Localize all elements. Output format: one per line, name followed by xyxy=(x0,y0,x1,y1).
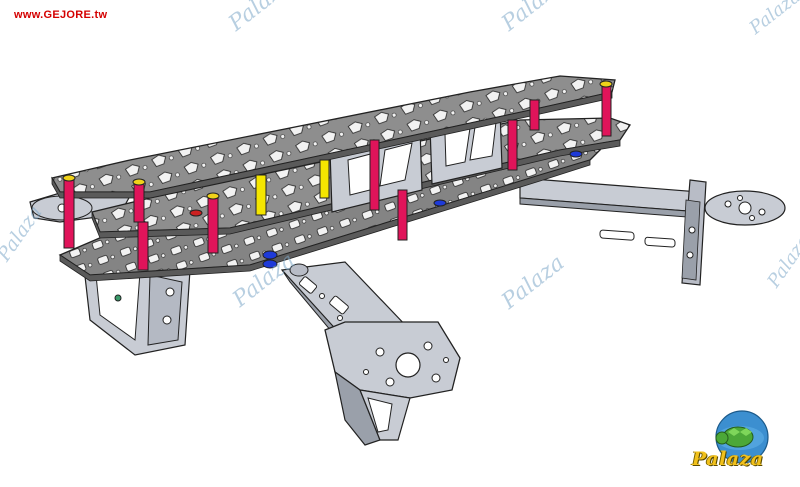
fasteners xyxy=(62,80,613,277)
right-arm xyxy=(519,177,701,248)
top-plate xyxy=(51,75,616,199)
front-motor-mount xyxy=(324,321,461,446)
right-motor-mount xyxy=(681,179,786,286)
site-url-label: www.GEJORE.tw xyxy=(14,9,108,21)
palaza-logo-text: Palaza xyxy=(692,448,764,470)
standoffs xyxy=(63,83,612,271)
palaza-logo-graphic xyxy=(715,410,769,464)
